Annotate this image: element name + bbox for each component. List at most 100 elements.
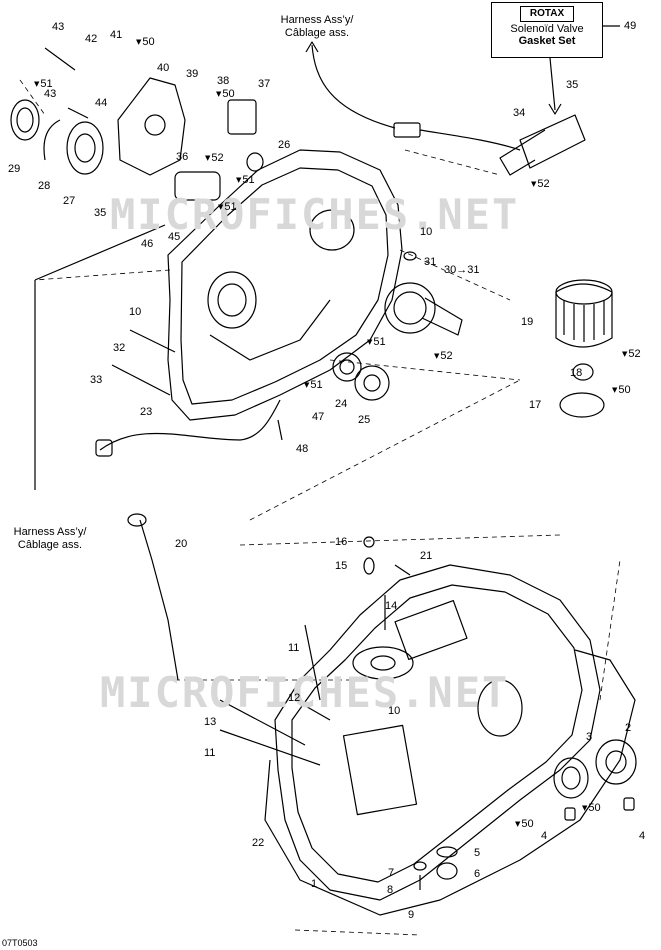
bearing-25: [354, 365, 390, 401]
callout-22: 22: [252, 837, 264, 849]
oil-drop-icon: ▼: [236, 176, 242, 185]
bearing-3: [553, 757, 589, 799]
washer-7: [413, 861, 427, 871]
oil-drop-icon: ▼: [136, 38, 142, 47]
callout-8: 8: [387, 884, 393, 896]
callout-38: 38: [217, 75, 229, 87]
callout-number: 11: [204, 747, 216, 759]
callout-21: 21: [420, 550, 432, 562]
callout-26: 26: [278, 139, 290, 151]
kit-line-1: Solenoïd Valve: [510, 23, 584, 35]
callout-number: 10: [129, 306, 142, 318]
callout-49: 49: [624, 20, 637, 32]
callout-number: 50: [142, 36, 155, 48]
callout-50: ▼50: [582, 802, 601, 814]
callout-37: 37: [258, 78, 270, 90]
oil-drop-icon: ▼: [531, 180, 537, 189]
harness-label-lower: Harness Ass’y/ Câblage ass.: [0, 526, 100, 552]
rotax-logo: ROTAX: [520, 6, 574, 22]
callout-number: 38: [217, 75, 230, 87]
callout-52: ▼52: [205, 152, 224, 164]
bearing-bore-lower: [477, 679, 523, 737]
seal-29: [10, 99, 40, 141]
callout-4: 4: [541, 830, 547, 842]
callout-number: 25: [358, 414, 371, 426]
callout-14: 14: [385, 600, 397, 612]
callout-number: 41: [110, 29, 123, 41]
callout-number: 44: [95, 97, 108, 109]
callout-19: 19: [521, 316, 533, 328]
callout-number: 24: [335, 398, 348, 410]
sensor-wire: [99, 399, 281, 451]
oil-drop-icon: ▼: [34, 80, 40, 89]
callout-6: 6: [474, 868, 480, 880]
sensor-38: [227, 99, 257, 135]
callout-number: 50: [588, 802, 601, 814]
callout-number: 15: [335, 560, 348, 572]
dowel-4a: [564, 807, 576, 821]
callout-31: 31: [424, 256, 436, 268]
callout-number: 40: [157, 62, 170, 74]
dowel-4b: [623, 797, 635, 811]
callout-51: ▼51: [304, 379, 323, 391]
callout-number: 29: [8, 163, 21, 175]
bolt-11b: [304, 624, 321, 701]
callout-number: 4: [541, 830, 548, 842]
solenoid-valve-right: [519, 114, 586, 169]
callout-50: ▼50: [136, 36, 155, 48]
gasket-22: [264, 649, 636, 916]
callout-52: ▼52: [622, 348, 641, 360]
callout-13: 13: [204, 716, 216, 728]
callout-number: 51: [373, 336, 386, 348]
callout-51: ▼51: [367, 336, 386, 348]
callout-41: 41: [110, 29, 122, 41]
kit-arrow-line: [549, 57, 556, 111]
callout-number: 37: [258, 78, 271, 90]
callout-number: 52: [440, 350, 453, 362]
plug-6: [436, 862, 458, 880]
oil-drop-icon: ▼: [205, 154, 211, 163]
callout-number: 31: [424, 256, 437, 268]
callout-number: 32: [113, 342, 126, 354]
callout-number: 10: [420, 226, 433, 238]
callout-number: 20: [175, 538, 188, 550]
spring-15: [363, 557, 375, 575]
callout-17: 17: [529, 399, 541, 411]
callout-15: 15: [335, 560, 347, 572]
seal-26: [246, 152, 264, 172]
bolt-12: [294, 699, 331, 721]
harness-label-upper: Harness Ass’y/ Câblage ass.: [262, 14, 372, 40]
callout-33: 33: [90, 374, 102, 386]
callout-10: 10: [129, 306, 141, 318]
shaft-flange-31: [384, 282, 436, 334]
filter-fitting-18: [572, 363, 594, 381]
dashed-guides: [19, 79, 621, 936]
filter-gasket-17: [559, 392, 605, 418]
callout-43: 43: [52, 21, 64, 33]
callout-number: 50: [222, 88, 235, 100]
callout-36: 36: [176, 151, 188, 163]
callout-number: 3: [586, 731, 593, 743]
callout-27: 27: [63, 195, 75, 207]
bearing-2: [595, 739, 637, 785]
pump-housing: [352, 646, 414, 680]
pump-cover-plate: [117, 77, 186, 176]
callout-number: 46: [141, 238, 154, 250]
callout-number: 48: [296, 443, 309, 455]
callout-number: 14: [385, 600, 398, 612]
lower-crankcase-outline: [274, 564, 601, 901]
oil-drop-icon: ▼: [622, 350, 628, 359]
bolt-33: [111, 364, 171, 396]
callout-20: 20: [175, 538, 187, 550]
oil-drop-icon: ▼: [304, 381, 310, 390]
callout-1: 1: [311, 878, 317, 890]
bolt-43b: [67, 107, 89, 119]
callout-2: 2: [625, 722, 631, 734]
callout-number: 50: [618, 384, 631, 396]
callout-5: 5: [474, 847, 480, 859]
callout-18: 18: [570, 367, 582, 379]
callout-11: 11: [204, 747, 215, 759]
bolt-43a: [44, 47, 76, 71]
oil-drop-icon: ▼: [367, 338, 373, 347]
